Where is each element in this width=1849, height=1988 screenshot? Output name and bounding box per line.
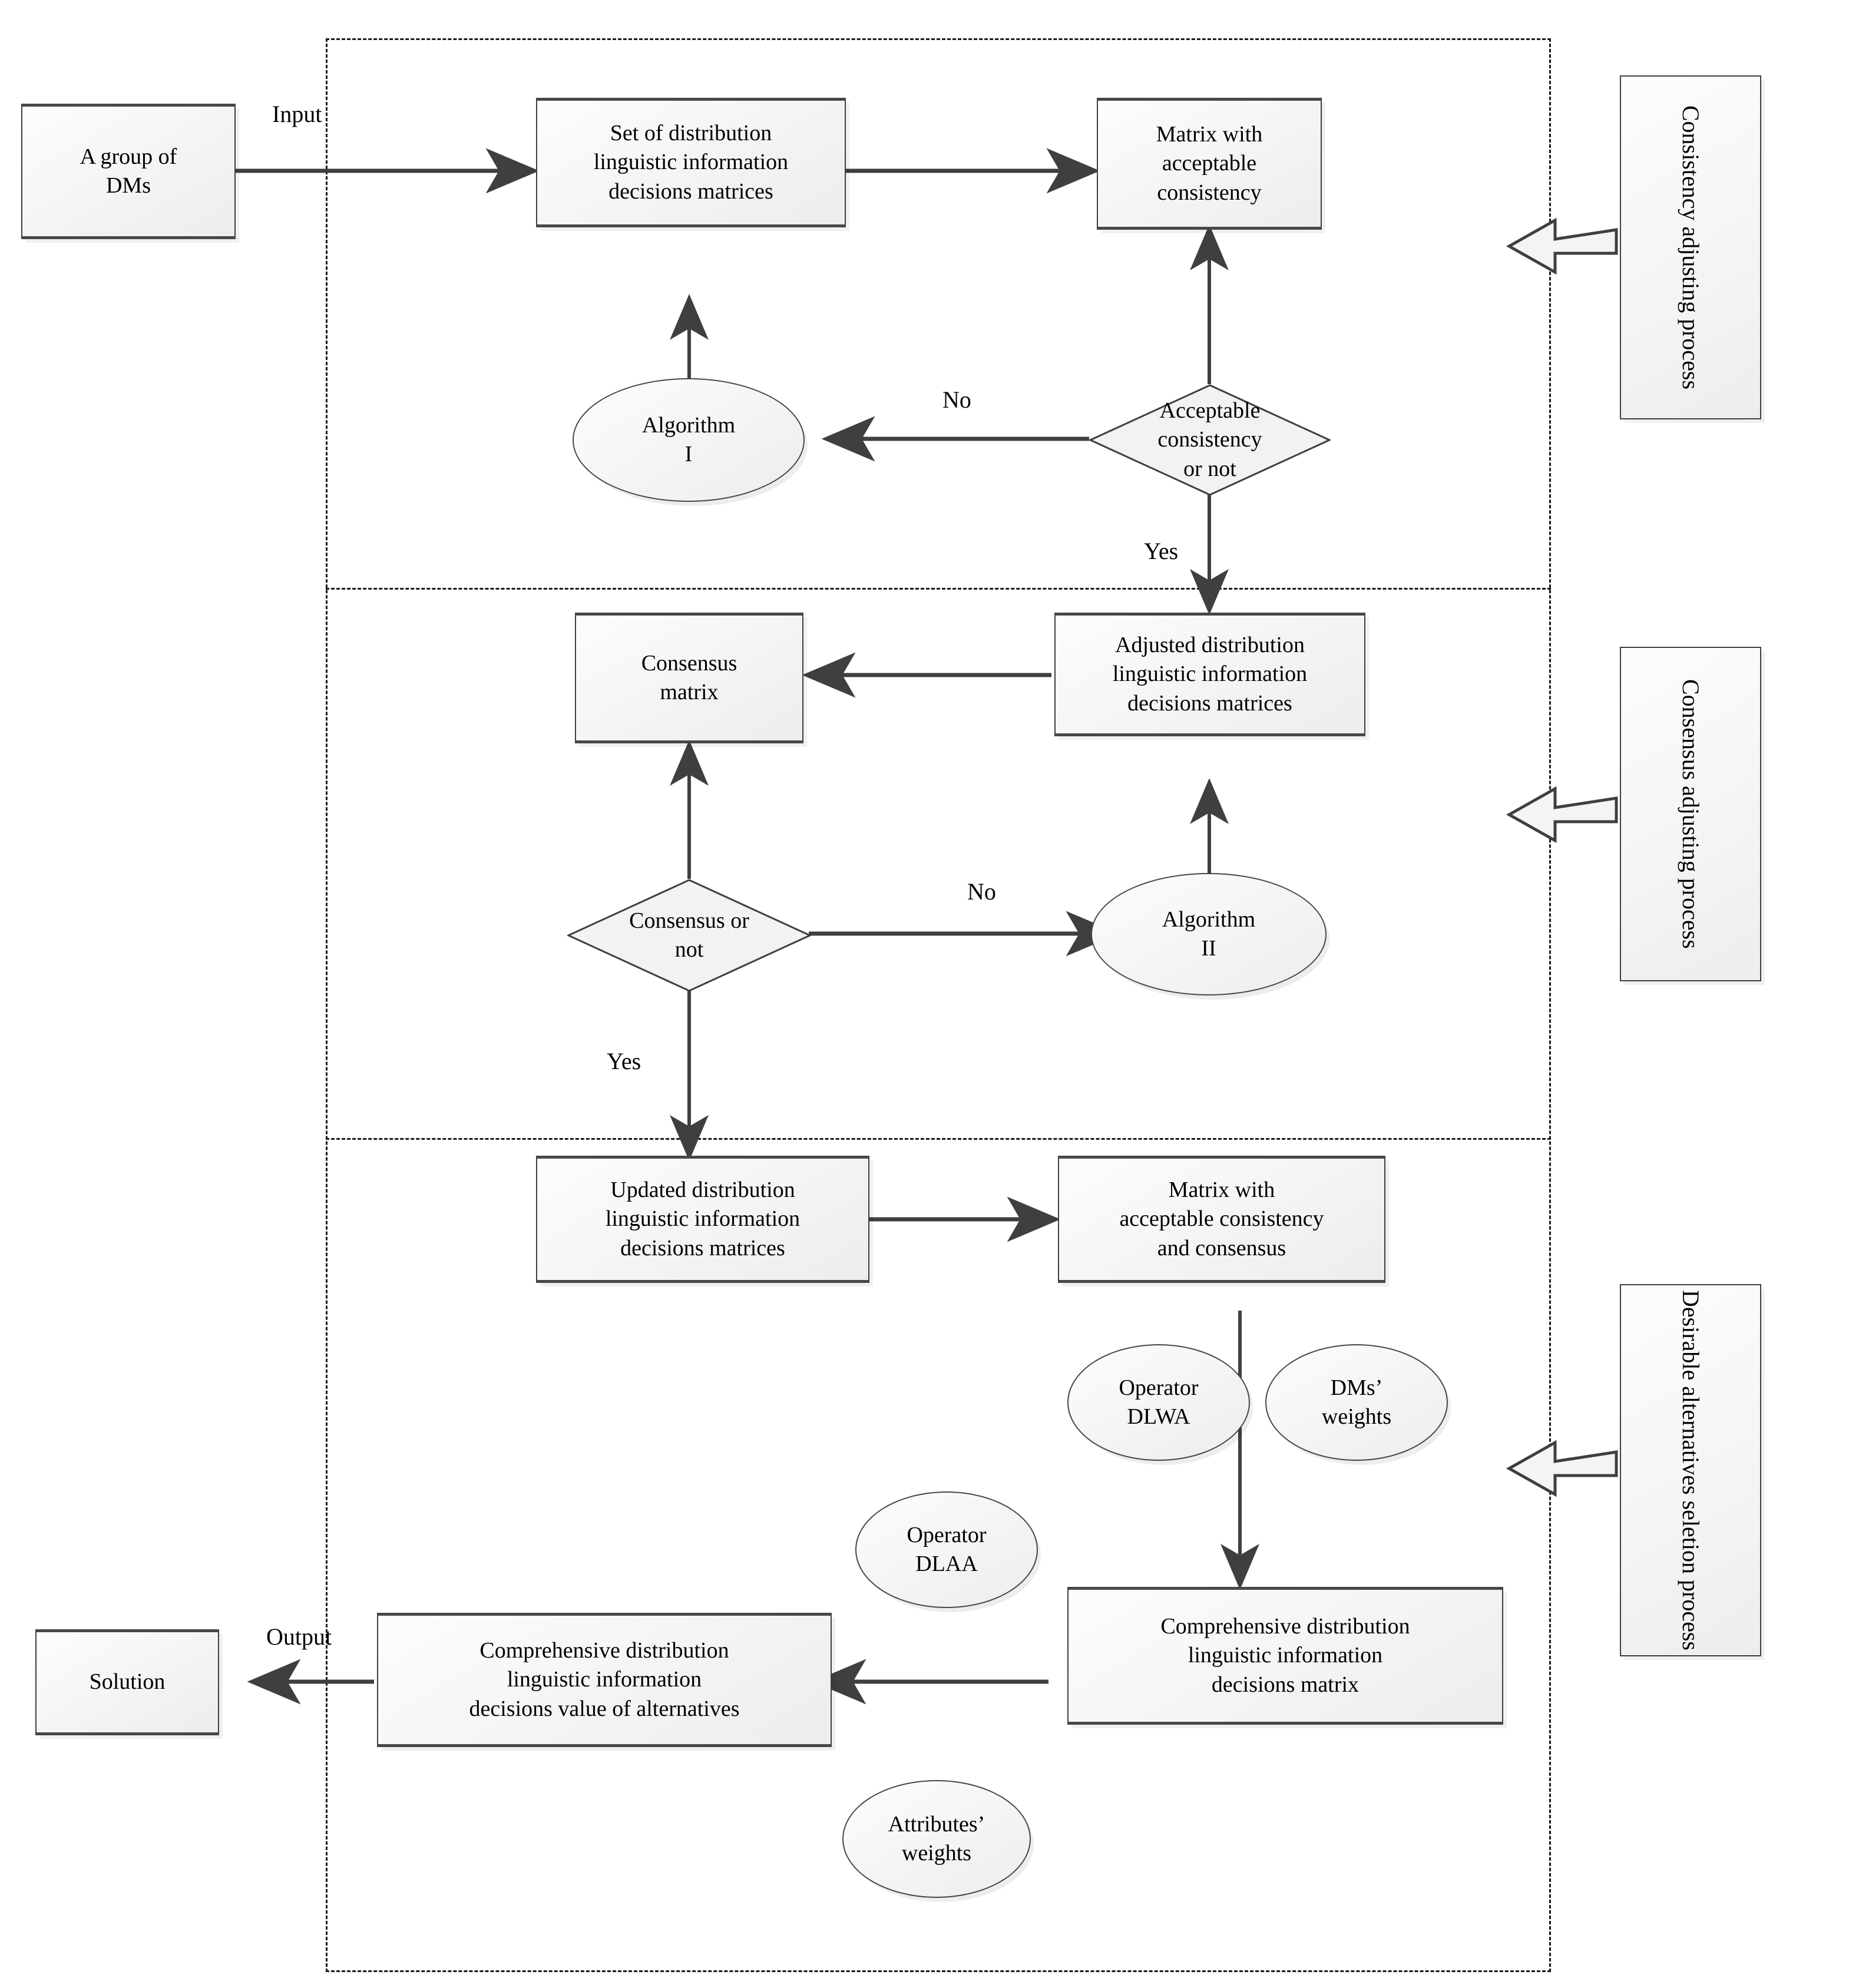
divider-consistency-consensus bbox=[326, 588, 1551, 590]
side-label-text: Consensus adjusting process bbox=[1678, 679, 1704, 949]
decision-acceptable-consistency[interactable]: Acceptable consistency or not bbox=[1089, 384, 1331, 496]
side-label-text: Desirable alternatives seletion process bbox=[1678, 1290, 1704, 1650]
node-solution[interactable]: Solution bbox=[35, 1629, 219, 1735]
edge-label-no-consistency: No bbox=[942, 386, 971, 413]
edge-label-yes-consensus: Yes bbox=[607, 1048, 641, 1074]
edge-label-no-consensus: No bbox=[967, 878, 996, 905]
divider-consensus-selection bbox=[326, 1138, 1551, 1140]
node-operator-dlaa[interactable]: Operator DLAA bbox=[855, 1491, 1038, 1608]
diamond-shape bbox=[1089, 384, 1331, 496]
decision-consensus-or-not[interactable]: Consensus or not bbox=[567, 879, 811, 992]
node-updated-distribution-matrices[interactable]: Updated distribution linguistic informat… bbox=[536, 1156, 869, 1283]
node-a-group-of-dms[interactable]: A group of DMs bbox=[21, 104, 236, 239]
node-matrix-with-acceptable-consistency[interactable]: Matrix with acceptable consistency bbox=[1097, 98, 1322, 230]
diamond-shape bbox=[567, 879, 811, 992]
node-comprehensive-decisions-value[interactable]: Comprehensive distribution linguistic in… bbox=[377, 1613, 832, 1747]
node-algorithm-ii[interactable]: Algorithm II bbox=[1091, 873, 1327, 995]
node-dms-weights[interactable]: DMs’ weights bbox=[1265, 1344, 1448, 1461]
node-operator-dlwa[interactable]: Operator DLWA bbox=[1067, 1344, 1250, 1461]
node-adjusted-distribution-matrices[interactable]: Adjusted distribution linguistic informa… bbox=[1054, 613, 1365, 736]
process-region-outline bbox=[326, 38, 1551, 1972]
node-algorithm-i[interactable]: Algorithm I bbox=[573, 378, 805, 502]
edge-label-input: Input bbox=[272, 101, 322, 127]
node-matrix-consistency-and-consensus[interactable]: Matrix with acceptable consistency and c… bbox=[1058, 1156, 1385, 1283]
node-attributes-weights[interactable]: Attributes’ weights bbox=[842, 1780, 1031, 1898]
node-set-of-distribution-matrices[interactable]: Set of distribution linguistic informati… bbox=[536, 98, 846, 227]
side-label-desirable-alternatives-selection-process: Desirable alternatives seletion process bbox=[1620, 1284, 1761, 1656]
side-label-consistency-adjusting-process: Consistency adjusting process bbox=[1620, 75, 1761, 419]
node-consensus-matrix[interactable]: Consensus matrix bbox=[575, 613, 803, 743]
edge-label-output: Output bbox=[266, 1623, 332, 1650]
side-label-text: Consistency adjusting process bbox=[1678, 105, 1704, 390]
node-comprehensive-decisions-matrix[interactable]: Comprehensive distribution linguistic in… bbox=[1067, 1587, 1503, 1725]
edge-label-yes-consistency: Yes bbox=[1144, 538, 1179, 564]
side-label-consensus-adjusting-process: Consensus adjusting process bbox=[1620, 647, 1761, 981]
